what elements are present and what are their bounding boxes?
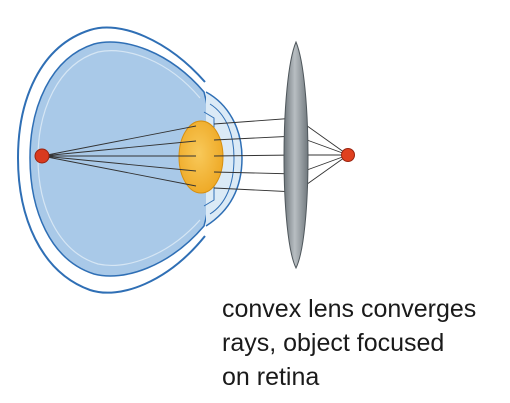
caption-line: rays, object focused xyxy=(222,326,508,360)
retina-focus-point xyxy=(35,149,49,163)
caption-line: on retina xyxy=(222,360,508,394)
object-point xyxy=(342,149,355,162)
crystalline-lens xyxy=(179,121,223,193)
diagram-caption: convex lens converges rays, object focus… xyxy=(222,292,508,394)
caption-line: convex lens converges xyxy=(222,292,508,326)
convex-lens xyxy=(284,42,308,268)
